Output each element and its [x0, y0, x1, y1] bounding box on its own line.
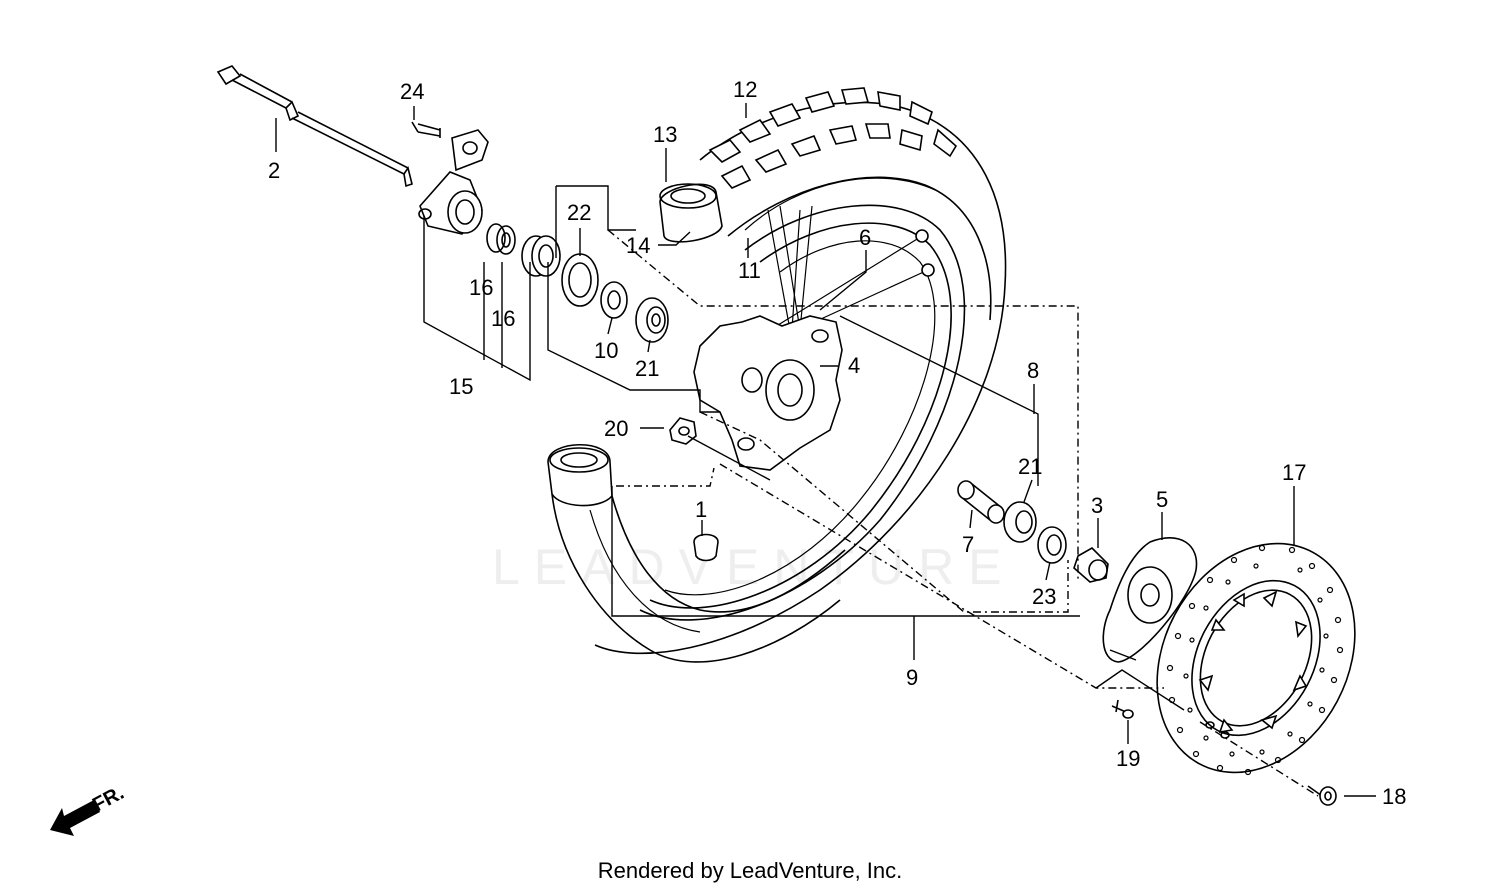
- wheel-hub: [693, 315, 843, 471]
- inner-tube: [547, 444, 846, 663]
- watermark-text: LEADVENTURE: [492, 539, 1016, 595]
- label-part-9: 9: [906, 665, 918, 690]
- label-part-6: 6: [859, 225, 871, 250]
- tire-tread: [708, 87, 958, 189]
- footer-credit: Rendered by LeadVenture, Inc.: [598, 858, 903, 883]
- label-part-4: 4: [848, 353, 860, 378]
- bolt-18: [1307, 785, 1337, 806]
- cover-plate: [1102, 537, 1198, 663]
- label-part-21a: 21: [635, 356, 659, 381]
- label-part-23: 23: [1032, 584, 1056, 609]
- nut-20: [669, 417, 697, 445]
- label-part-21b: 21: [1018, 454, 1042, 479]
- front-direction-arrow: FR.: [50, 782, 128, 836]
- label-part-3: 3: [1091, 493, 1103, 518]
- valve-stem: [659, 183, 723, 243]
- label-part-8: 8: [1027, 358, 1039, 383]
- bracket-assembly: [418, 129, 489, 235]
- screw-19: [1111, 699, 1134, 719]
- label-part-20: 20: [604, 416, 628, 441]
- cap-1: [693, 533, 719, 562]
- group-frames: [423, 185, 1319, 797]
- part-labels: 1 2 3 4 5 6 7 8 9 10 11 12 13 14 15 16 1…: [268, 77, 1406, 809]
- label-part-15: 15: [449, 374, 473, 399]
- distance-collar: [521, 235, 561, 277]
- retainer: [600, 281, 628, 319]
- label-part-17: 17: [1282, 460, 1306, 485]
- label-part-12: 12: [733, 77, 757, 102]
- label-part-1: 1: [695, 497, 707, 522]
- brake-disc: [1156, 542, 1356, 776]
- leaders: [275, 103, 1376, 797]
- label-part-2: 2: [268, 158, 280, 183]
- label-part-16b: 16: [491, 306, 515, 331]
- dust-seal: [561, 253, 599, 307]
- label-part-7: 7: [962, 532, 974, 557]
- label-part-10: 10: [594, 338, 618, 363]
- label-part-5: 5: [1156, 487, 1168, 512]
- label-part-16a: 16: [469, 275, 493, 300]
- label-part-18: 18: [1382, 784, 1406, 809]
- label-part-11: 11: [738, 258, 761, 283]
- label-part-24: 24: [400, 79, 424, 104]
- seal-23: [1037, 526, 1067, 564]
- label-part-14: 14: [626, 233, 650, 258]
- bearing-right: [1003, 501, 1037, 543]
- label-part-13: 13: [653, 122, 677, 147]
- label-part-22: 22: [567, 200, 591, 225]
- spokes: [767, 205, 935, 341]
- collar-7: [957, 480, 1005, 524]
- spacer-rings: [486, 223, 516, 255]
- collar-3: [1073, 547, 1109, 583]
- bearing-left: [635, 297, 669, 343]
- screw-24: [411, 121, 441, 138]
- label-part-19: 19: [1116, 746, 1140, 771]
- axle: [216, 65, 413, 188]
